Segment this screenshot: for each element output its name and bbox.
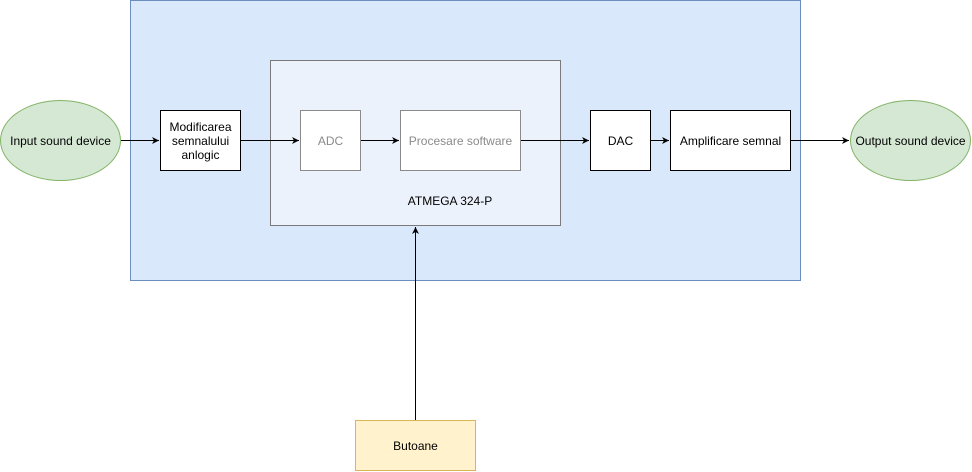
software-processing-label: Procesare software: [408, 133, 513, 148]
adc-node: ADC: [300, 110, 361, 171]
buttons-node: Butoane: [355, 420, 476, 471]
output-sound-device-label: Output sound device: [855, 133, 966, 148]
amplifier-node: Amplificare semnal: [670, 110, 791, 171]
input-sound-device-node: Input sound device: [0, 100, 121, 181]
output-sound-device-node: Output sound device: [850, 100, 971, 181]
dac-node: DAC: [590, 110, 651, 171]
dac-label: DAC: [607, 133, 634, 148]
buttons-label: Butoane: [393, 438, 438, 453]
input-sound-device-label: Input sound device: [10, 133, 111, 148]
amplifier-label: Amplificare semnal: [679, 133, 782, 148]
mcu-label: ATMEGA 324-P: [407, 194, 493, 208]
adc-label: ADC: [317, 133, 344, 148]
signal-conditioning-label: Modificarea semnalului anlogic: [169, 119, 232, 162]
software-processing-node: Procesare software: [400, 110, 521, 171]
signal-conditioning-node: Modificarea semnalului anlogic: [160, 110, 241, 171]
